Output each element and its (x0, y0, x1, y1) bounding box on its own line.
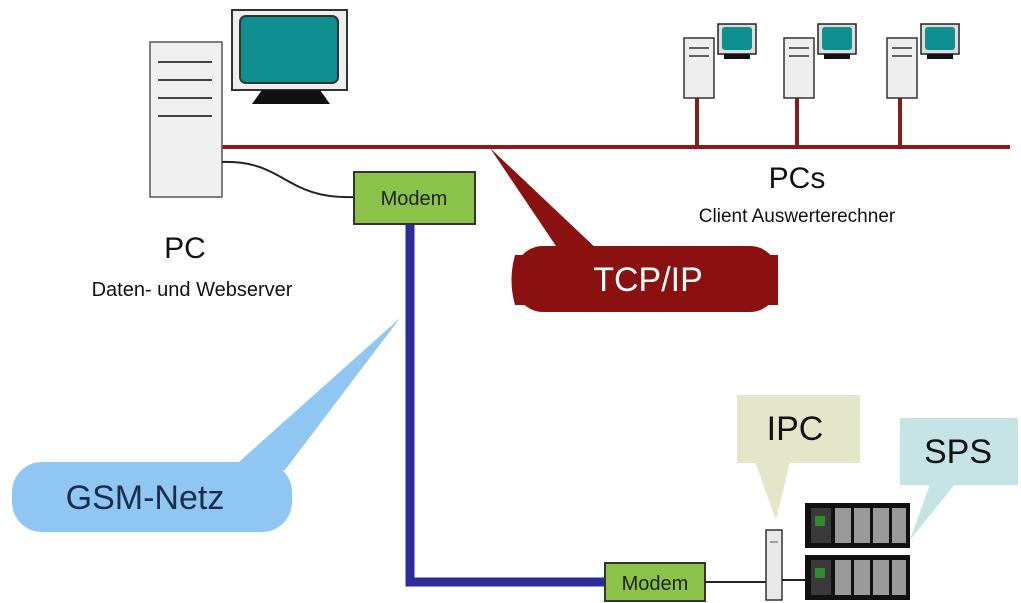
gsm-callout (12, 318, 400, 532)
ipc-label: IPC (767, 410, 824, 448)
modem-top-box (353, 171, 476, 225)
ipc-device-icon (765, 529, 783, 601)
modem-top-label: Modem (381, 188, 448, 210)
client-pc-icon-3 (886, 23, 960, 99)
server-subtitle: Daten- und Webserver (92, 279, 293, 301)
sps-label: SPS (924, 433, 992, 471)
client-pc-icon-1 (683, 23, 757, 99)
tcpip-label: TCP/IP (593, 261, 703, 299)
clients-title: PCs (769, 162, 826, 195)
gsm-label: GSM-Netz (66, 479, 225, 517)
server-modem-cable (221, 160, 356, 199)
client-pc-icon-2 (783, 23, 857, 99)
gsm-link-line (405, 224, 605, 587)
modem-bottom-label: Modem (622, 573, 689, 595)
clients-subtitle: Client Auswerterechner (699, 206, 896, 227)
sps-rack-icon (805, 503, 910, 600)
lan-network (222, 98, 1010, 149)
modem-bottom-box (604, 562, 706, 602)
server-title: PC (164, 232, 206, 265)
ipc-callout (737, 395, 860, 520)
sps-callout (900, 418, 1018, 540)
server-pc-icon (149, 9, 348, 198)
tcpip-callout (490, 148, 778, 312)
